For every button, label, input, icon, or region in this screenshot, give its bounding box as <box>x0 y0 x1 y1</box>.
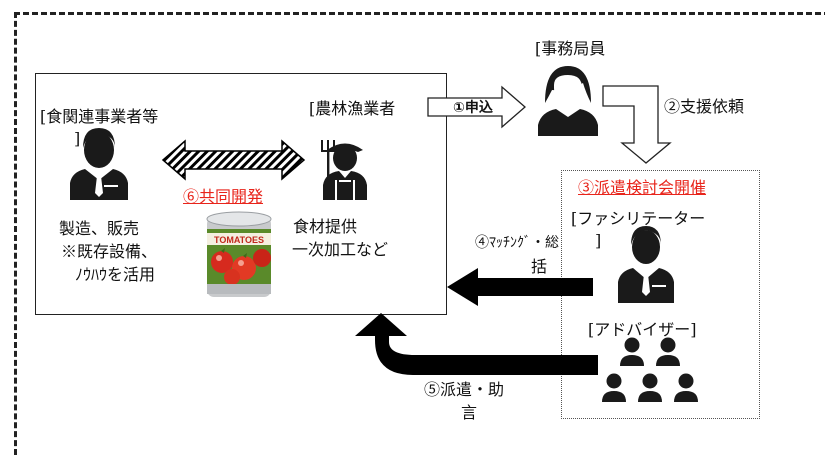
producer-role-line2: 一次加工など <box>292 240 389 259</box>
facilitator-label: [ファシリテーター <box>571 209 706 228</box>
matching-label-cont: 括 <box>531 257 548 276</box>
food-business-label: [食関連事業者等 <box>40 107 159 126</box>
review-meeting-label: ③派遣検討会開催 <box>578 178 707 197</box>
joint-dev-label: ⑥共同開発 <box>183 187 264 206</box>
dispatch-arrow <box>355 313 598 375</box>
dispatch-label: ⑤派遣・助 <box>424 380 505 399</box>
apply-label: ①申込 <box>453 100 493 116</box>
tomato-can-icon: TOMATOES <box>206 211 272 297</box>
can-label: TOMATOES <box>214 235 264 245</box>
facilitator-label-close: ] <box>595 231 602 250</box>
businessman-icon <box>70 128 128 200</box>
food-role-line3: ﾉｳﾊｳを活用 <box>75 265 156 284</box>
producer-role-line1: 食材提供 <box>293 217 358 236</box>
food-role-line2: ※既存設備、 <box>61 242 158 261</box>
group-people-icon <box>602 337 698 402</box>
support-request-arrow <box>602 85 672 164</box>
food-business-label-close: ] <box>74 129 81 148</box>
advisor-label: [アドバイザー] <box>588 320 697 339</box>
matching-label: ④ﾏｯﾁﾝｸﾞ・総 <box>475 235 559 251</box>
producer-label: [農林漁業者 <box>309 99 396 118</box>
diagram-graphics: TOMATOES <box>70 66 698 402</box>
woman-staff-icon <box>538 66 598 136</box>
apply-arrow <box>427 85 526 129</box>
dispatch-label-cont: 言 <box>461 403 478 422</box>
secretariat-label: [事務局員 <box>535 39 606 58</box>
outer-dashed-frame <box>14 12 825 455</box>
joint-dev-arrow <box>161 139 306 181</box>
matching-arrow <box>447 268 593 306</box>
farmer-icon <box>321 140 367 200</box>
facilitator-icon <box>618 226 674 303</box>
support-request-label: ②支援依頼 <box>664 97 745 116</box>
food-role-line1: 製造、販売 <box>59 219 140 238</box>
